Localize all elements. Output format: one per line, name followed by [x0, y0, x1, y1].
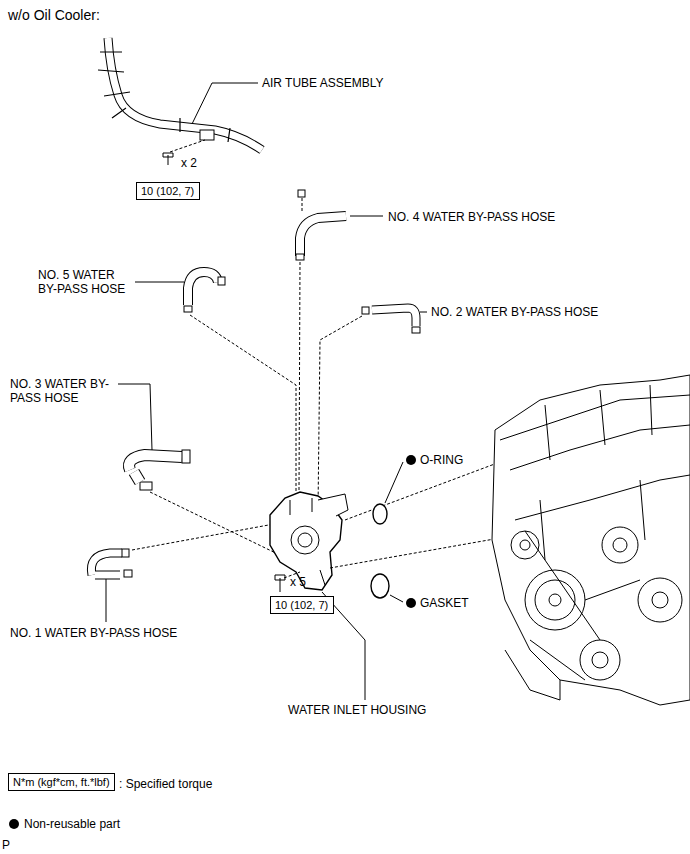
part-name: GASKET [420, 596, 469, 610]
torque-box: N*m (kgf*cm, ft.*lbf) [8, 773, 115, 791]
torque-box: 10 (102, 7) [136, 182, 200, 200]
quantity: x 5 [290, 575, 306, 589]
part-name: NO. 1 WATER BY-PASS HOSE [10, 626, 177, 640]
part-name: NO. 5 WATER BY-PASS HOSE [38, 268, 133, 296]
part-name: NO. 4 WATER BY-PASS HOSE [388, 210, 555, 224]
part-name: AIR TUBE ASSEMBLY [262, 76, 384, 90]
torque-value: 10 (102, 7) [275, 599, 328, 611]
torque-value: N*m (kgf*cm, ft.*lbf) [13, 776, 110, 788]
part-name: NO. 2 WATER BY-PASS HOSE [431, 305, 598, 319]
quantity: x 2 [181, 156, 197, 170]
part-name: O-RING [420, 453, 463, 467]
part-name: WATER INLET HOUSING [288, 703, 426, 717]
diagram-title: w/o Oil Cooler: [8, 8, 100, 22]
torque-value: 10 (102, 7) [141, 185, 194, 197]
torque-box: 10 (102, 7) [270, 596, 334, 614]
part-name: NO. 3 WATER BY-PASS HOSE [10, 377, 110, 405]
legend-text: : Specified torque [119, 777, 212, 791]
figure-code: P [2, 838, 10, 852]
legend-text: Non-reusable part [24, 817, 120, 831]
